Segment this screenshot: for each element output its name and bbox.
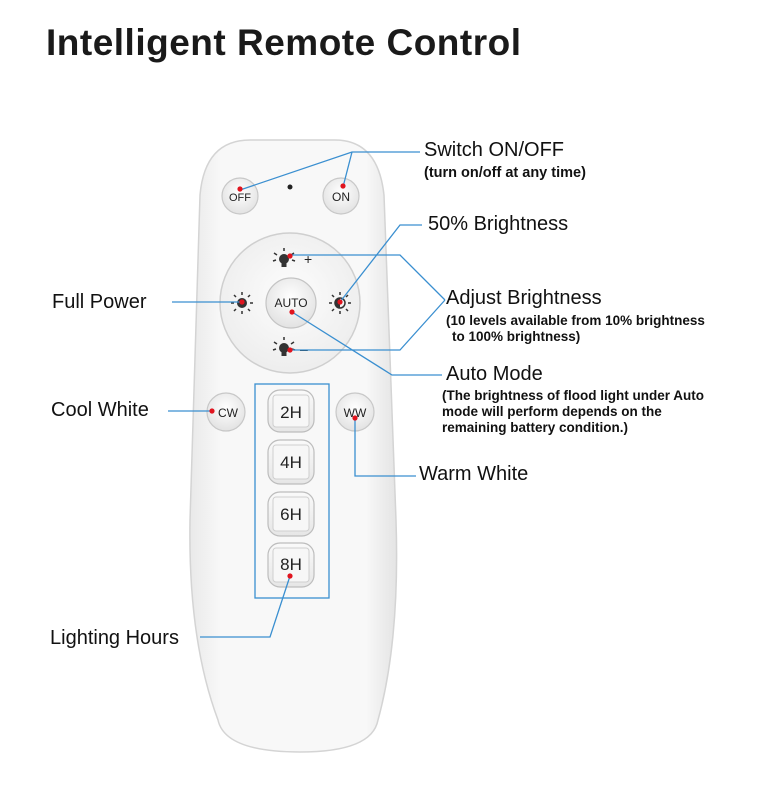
sun-icon xyxy=(231,292,253,314)
timer-2h-button[interactable]: 2H xyxy=(267,389,315,433)
brightness-down-button[interactable]: – xyxy=(272,337,308,357)
ww-button-label: WW xyxy=(344,406,367,420)
callout-dots xyxy=(209,183,358,579)
timer-6h-label: 6H xyxy=(280,505,302,524)
adjust-sub-label-1: (10 levels available from 10% brightness xyxy=(446,313,705,328)
auto-sub-label-1: (The brightness of flood light under Aut… xyxy=(442,388,704,403)
warm-white-button[interactable]: WW xyxy=(335,392,375,432)
timer-2h-label: 2H xyxy=(280,403,302,422)
page-title: Intelligent Remote Control xyxy=(46,22,522,63)
half-brightness-label: 50% Brightness xyxy=(428,213,569,235)
half-sun-icon xyxy=(329,292,351,314)
adjust-brightness-label: Adjust Brightness xyxy=(446,287,602,309)
timer-group-frame xyxy=(254,383,330,599)
full-power-button[interactable] xyxy=(231,292,253,314)
off-button[interactable]: OFF xyxy=(221,177,259,215)
bulb-icon xyxy=(272,337,296,356)
indicator-led xyxy=(287,184,293,190)
auto-button-label: AUTO xyxy=(274,296,307,310)
svg-text:+: + xyxy=(304,251,312,267)
auto-sub-label-3: remaining battery condition.) xyxy=(442,420,629,435)
on-button[interactable]: ON xyxy=(322,177,360,215)
on-button-label: ON xyxy=(332,190,350,204)
brightness-up-button[interactable]: + xyxy=(272,248,312,267)
full-power-label: Full Power xyxy=(52,291,147,313)
timer-4h-label: 4H xyxy=(280,453,302,472)
auto-button[interactable]: AUTO xyxy=(265,277,317,329)
timer-6h-button[interactable]: 6H xyxy=(267,491,315,537)
timer-4h-button[interactable]: 4H xyxy=(267,439,315,485)
cool-white-label: Cool White xyxy=(51,399,149,421)
timer-8h-button[interactable]: 8H xyxy=(267,542,315,588)
leader-lines xyxy=(168,151,446,638)
warm-white-label: Warm White xyxy=(419,463,529,485)
cw-button-label: CW xyxy=(218,406,239,420)
auto-sub-label-2: mode will perform depends on the xyxy=(442,404,662,419)
adjust-sub-label-2: to 100% brightness) xyxy=(452,329,581,344)
svg-text:–: – xyxy=(300,341,308,357)
off-button-label: OFF xyxy=(229,192,251,204)
lighting-hours-label: Lighting Hours xyxy=(50,627,179,649)
switch-sub-label: (turn on/off at any time) xyxy=(424,165,586,181)
bulb-icon xyxy=(272,248,296,267)
timer-8h-label: 8H xyxy=(280,555,302,574)
half-brightness-button[interactable] xyxy=(329,292,351,314)
cool-white-button[interactable]: CW xyxy=(206,392,246,432)
switch-label: Switch ON/OFF xyxy=(424,139,565,161)
auto-mode-label: Auto Mode xyxy=(446,363,543,385)
